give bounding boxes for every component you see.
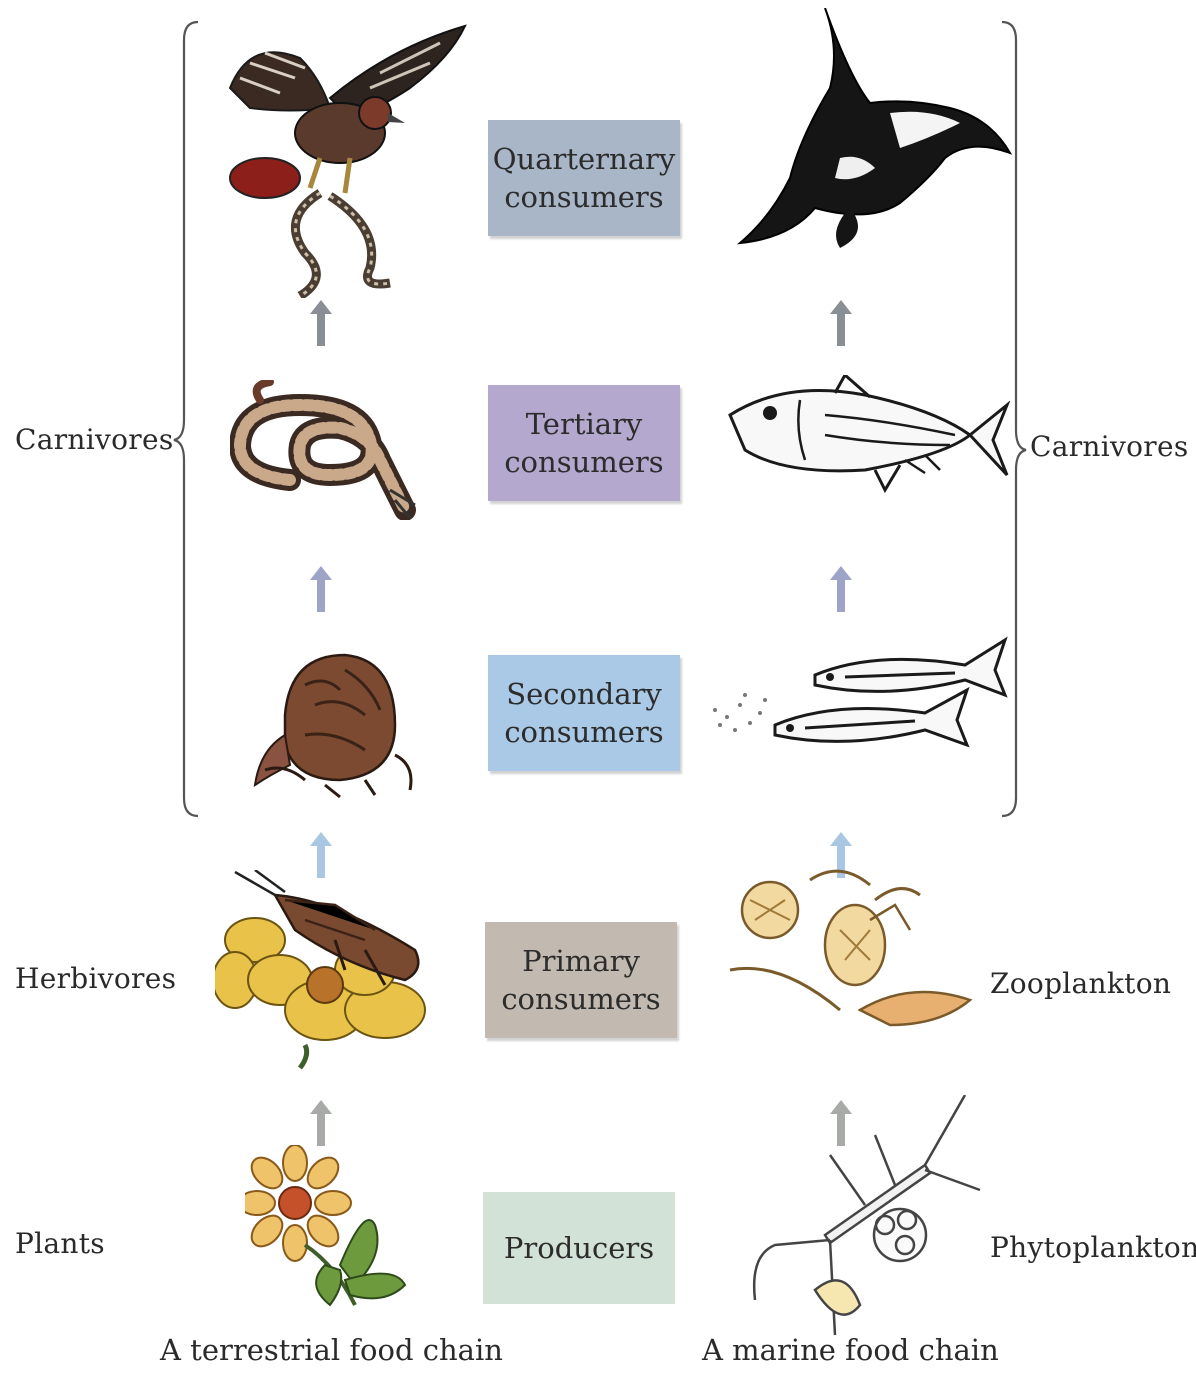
herring-icon [705,625,1010,760]
level-secondary-line2: consumers [504,713,663,751]
level-quaternary-line2: consumers [504,178,663,216]
level-box-primary: Primary consumers [485,922,677,1038]
zooplankton-icon [720,860,980,1050]
right-label-carnivores: Carnivores [1030,430,1189,463]
left-label-carnivores: Carnivores [15,423,174,456]
phytoplankton-icon [735,1095,985,1340]
level-box-tertiary: Tertiary consumers [488,385,680,501]
tuna-icon [725,375,1010,515]
right-label-phytoplankton: Phytoplankton [990,1231,1196,1264]
hawk-icon [210,18,470,298]
arrow-up-icon [830,300,852,346]
level-tertiary-line2: consumers [504,443,663,481]
snake-icon [230,380,430,520]
level-box-producers: Producers [483,1192,675,1304]
level-tertiary-line1: Tertiary [526,405,643,443]
level-primary-line2: consumers [501,980,660,1018]
left-label-plants: Plants [15,1227,105,1260]
level-producers-line1: Producers [504,1229,654,1267]
right-label-zooplankton: Zooplankton [990,967,1171,1000]
shrew-icon [245,645,415,800]
flower-plant-icon [245,1145,410,1310]
left-carnivore-bracket [172,20,202,820]
orca-icon [730,8,1015,253]
level-quaternary-line1: Quarternary [493,140,676,178]
level-box-quaternary: Quarternary consumers [488,120,680,236]
caption-marine: A marine food chain [702,1333,999,1367]
level-box-secondary: Secondary consumers [488,655,680,771]
arrow-up-icon [310,566,332,612]
grasshopper-on-flower-icon [215,870,440,1070]
arrow-up-icon [830,566,852,612]
level-secondary-line1: Secondary [506,675,662,713]
level-primary-line1: Primary [522,942,640,980]
arrow-up-icon [310,300,332,346]
left-label-herbivores: Herbivores [15,962,176,995]
caption-terrestrial: A terrestrial food chain [160,1333,503,1367]
arrow-up-icon [310,1100,332,1146]
